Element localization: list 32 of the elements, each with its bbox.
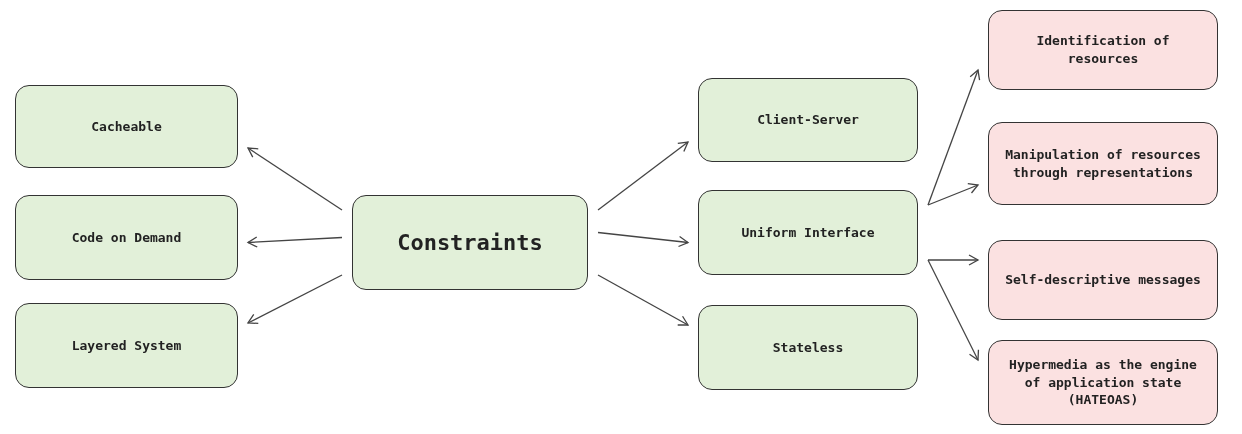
arrow — [247, 147, 343, 211]
box-label: Hypermedia as the engine of application state (HATEOAS) — [1008, 356, 1198, 409]
box-label: Manipulation of resources through representations — [1004, 145, 1202, 182]
rounded-box — [698, 190, 918, 275]
box-label: Stateless — [772, 338, 844, 357]
box-label: Layered System — [71, 336, 182, 355]
box-label: Self-descriptive messages — [1005, 271, 1201, 289]
arrow — [927, 259, 980, 361]
rounded-box — [988, 340, 1218, 425]
arrow — [247, 236, 343, 248]
box-label: Code on Demand — [71, 228, 182, 247]
box-label: Cacheable — [91, 117, 162, 136]
rounded-box — [988, 240, 1218, 320]
arrow — [927, 254, 979, 266]
arrow — [597, 141, 689, 211]
rounded-box — [698, 305, 918, 390]
rounded-box — [698, 78, 918, 162]
arrow — [597, 231, 689, 248]
box-label: Constraints — [397, 228, 543, 257]
box-label: Client-Server — [757, 111, 859, 129]
arrow — [597, 274, 689, 326]
arrow — [247, 274, 343, 324]
rounded-box — [15, 195, 238, 280]
arrow — [927, 183, 979, 206]
arrow — [927, 69, 981, 206]
rounded-box — [988, 122, 1218, 205]
central-box — [352, 195, 588, 290]
rounded-box — [15, 303, 238, 388]
rounded-box — [988, 10, 1218, 90]
box-label: Uniform Interface — [741, 223, 875, 242]
box-label: Identification of resources — [1035, 32, 1171, 68]
rounded-box — [15, 85, 238, 168]
